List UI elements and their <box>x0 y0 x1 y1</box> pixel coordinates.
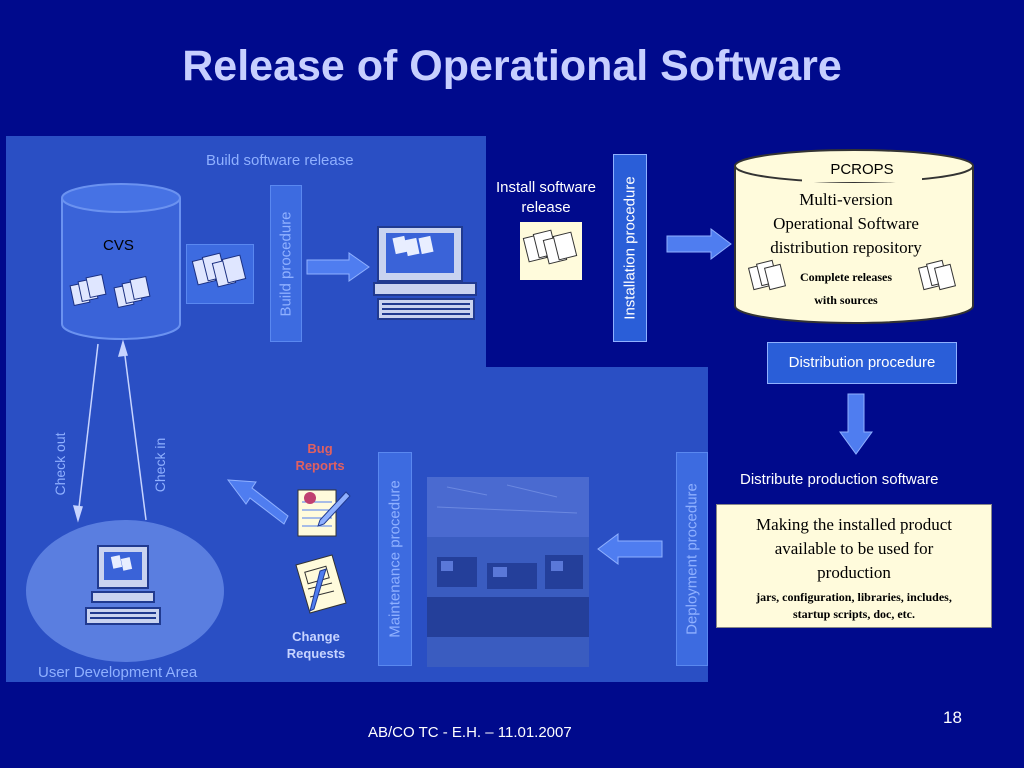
install-release-text: Install software release <box>495 179 597 216</box>
distribute-production-label: Distribute production software <box>740 471 939 488</box>
build-procedure-bar: Build procedure <box>270 185 302 342</box>
change-requests-line1: Change <box>292 629 340 644</box>
footer-text: AB/CO TC - E.H. – 11.01.2007 <box>368 724 572 741</box>
repository-desc-line3: distribution repository <box>770 238 922 257</box>
user-development-area <box>24 518 226 669</box>
control-room-image <box>427 477 589 667</box>
repository-desc-line1: Multi-version <box>799 190 893 209</box>
arrow-up-left-icon <box>222 472 292 531</box>
cvs-repository <box>60 182 182 342</box>
bug-report-icon <box>296 486 352 545</box>
installation-procedure-bar: Installation procedure <box>613 154 647 342</box>
distribution-procedure-box: Distribution procedure <box>767 342 957 384</box>
production-main-line2: available to be used for <box>774 539 934 558</box>
complete-releases-line1: Complete releases <box>799 270 893 284</box>
build-computer-icon <box>372 225 478 323</box>
pcrops-label: PCROPS <box>802 158 922 182</box>
arrow-right-icon <box>305 252 371 287</box>
bug-reports-line1: Bug <box>307 441 333 456</box>
check-in-text: Check in <box>152 437 168 493</box>
check-in-label: Check in <box>146 430 174 500</box>
production-detail-line1: jars, configuration, libraries, includes… <box>756 590 952 604</box>
maintenance-procedure-bar: Maintenance procedure <box>378 452 412 666</box>
production-main-line3: production <box>817 563 891 582</box>
arrow-down-icon <box>838 392 874 461</box>
production-detail-line2: startup scripts, doc, etc. <box>793 607 915 621</box>
production-description-box: Making the installed product available t… <box>716 504 992 628</box>
bug-reports-line2: Reports <box>295 458 345 473</box>
complete-releases-line2: with sources <box>814 293 878 307</box>
install-document-stack-icon <box>520 222 582 280</box>
deployment-procedure-bar: Deployment procedure <box>676 452 708 666</box>
check-out-label: Check out <box>46 424 74 504</box>
complete-releases-label: Complete releases with sources <box>780 266 912 312</box>
maintenance-procedure-label: Maintenance procedure <box>386 480 404 638</box>
page-number: 18 <box>943 708 962 727</box>
user-development-area-label: User Development Area <box>38 664 198 681</box>
change-requests-line2: Requests <box>286 646 346 661</box>
repository-description: Multi-version Operational Software distr… <box>748 188 944 260</box>
check-out-text: Check out <box>52 432 68 496</box>
installation-procedure-label: Installation procedure <box>621 176 639 320</box>
deployment-procedure-label: Deployment procedure <box>683 483 701 635</box>
cvs-label: CVS <box>103 237 134 254</box>
page-title: Release of Operational Software <box>182 42 842 90</box>
build-area-label: Build software release <box>206 152 354 169</box>
check-arrows <box>60 330 160 535</box>
change-request-icon <box>290 553 350 620</box>
build-procedure-label: Build procedure <box>277 210 295 317</box>
production-main-line1: Making the installed product <box>756 515 952 534</box>
build-document-stack-icon <box>186 244 254 304</box>
repository-desc-line2: Operational Software <box>773 214 919 233</box>
arrow-left-icon <box>596 533 664 570</box>
arrow-right-icon-2 <box>665 228 733 265</box>
bug-reports-label: Bug Reports <box>286 440 354 474</box>
change-requests-label: Change Requests <box>276 628 356 662</box>
distribution-procedure-label: Distribution procedure <box>788 354 936 371</box>
install-release-label: Install software release <box>486 178 606 218</box>
